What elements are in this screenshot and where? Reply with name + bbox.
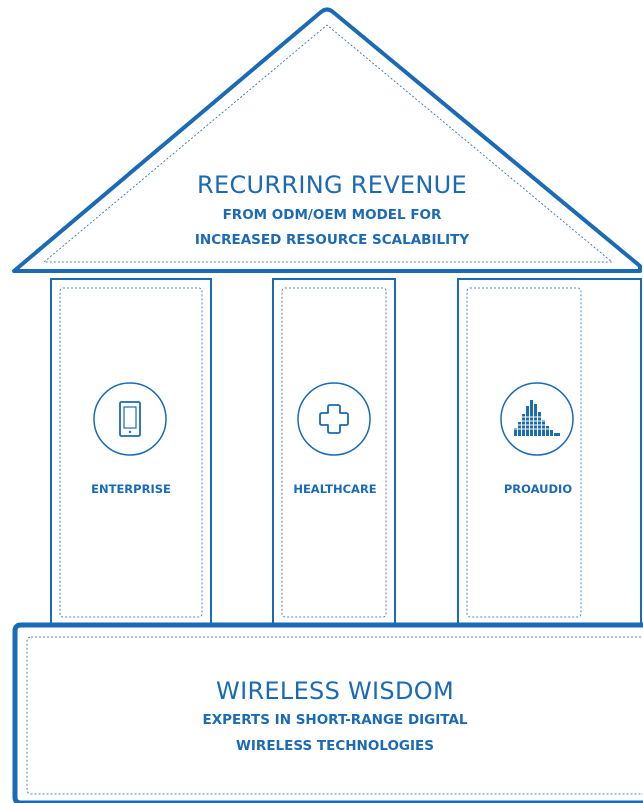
roof: RECURRING REVENUE FROM ODM/OEM MODEL FOR…	[12, 7, 642, 273]
pillar-healthcare: HEALTHCARE	[272, 278, 396, 626]
roof-subtitle-line1: FROM ODM/OEM MODEL FOR	[223, 207, 442, 223]
pillar-label-healthcare: HEALTHCARE	[293, 482, 376, 496]
roof-subtitle-line2: INCREASED RESOURCE SCALABILITY	[195, 232, 469, 248]
foundation-title: WIRELESS WISDOM	[216, 677, 454, 705]
pillar-label-proaudio: PROAUDIO	[504, 482, 572, 496]
pillar-label-enterprise: ENTERPRISE	[91, 482, 171, 496]
pillar-proaudio: PROAUDIO	[457, 278, 642, 626]
tablet-icon	[93, 382, 167, 456]
foundation-subtitle-line1: EXPERTS IN SHORT-RANGE DIGITAL	[203, 712, 468, 728]
audio-equalizer-icon	[500, 382, 574, 456]
foundation-subtitle-line2: WIRELESS TECHNOLOGIES	[236, 738, 434, 754]
roof-title: RECURRING REVENUE	[197, 171, 467, 199]
foundation: WIRELESS WISDOM EXPERTS IN SHORT-RANGE D…	[12, 622, 643, 803]
pillars: ENTERPRISE HEALTHCARE	[50, 278, 642, 626]
pillar-enterprise: ENTERPRISE	[50, 278, 212, 626]
medical-cross-icon	[297, 382, 371, 456]
